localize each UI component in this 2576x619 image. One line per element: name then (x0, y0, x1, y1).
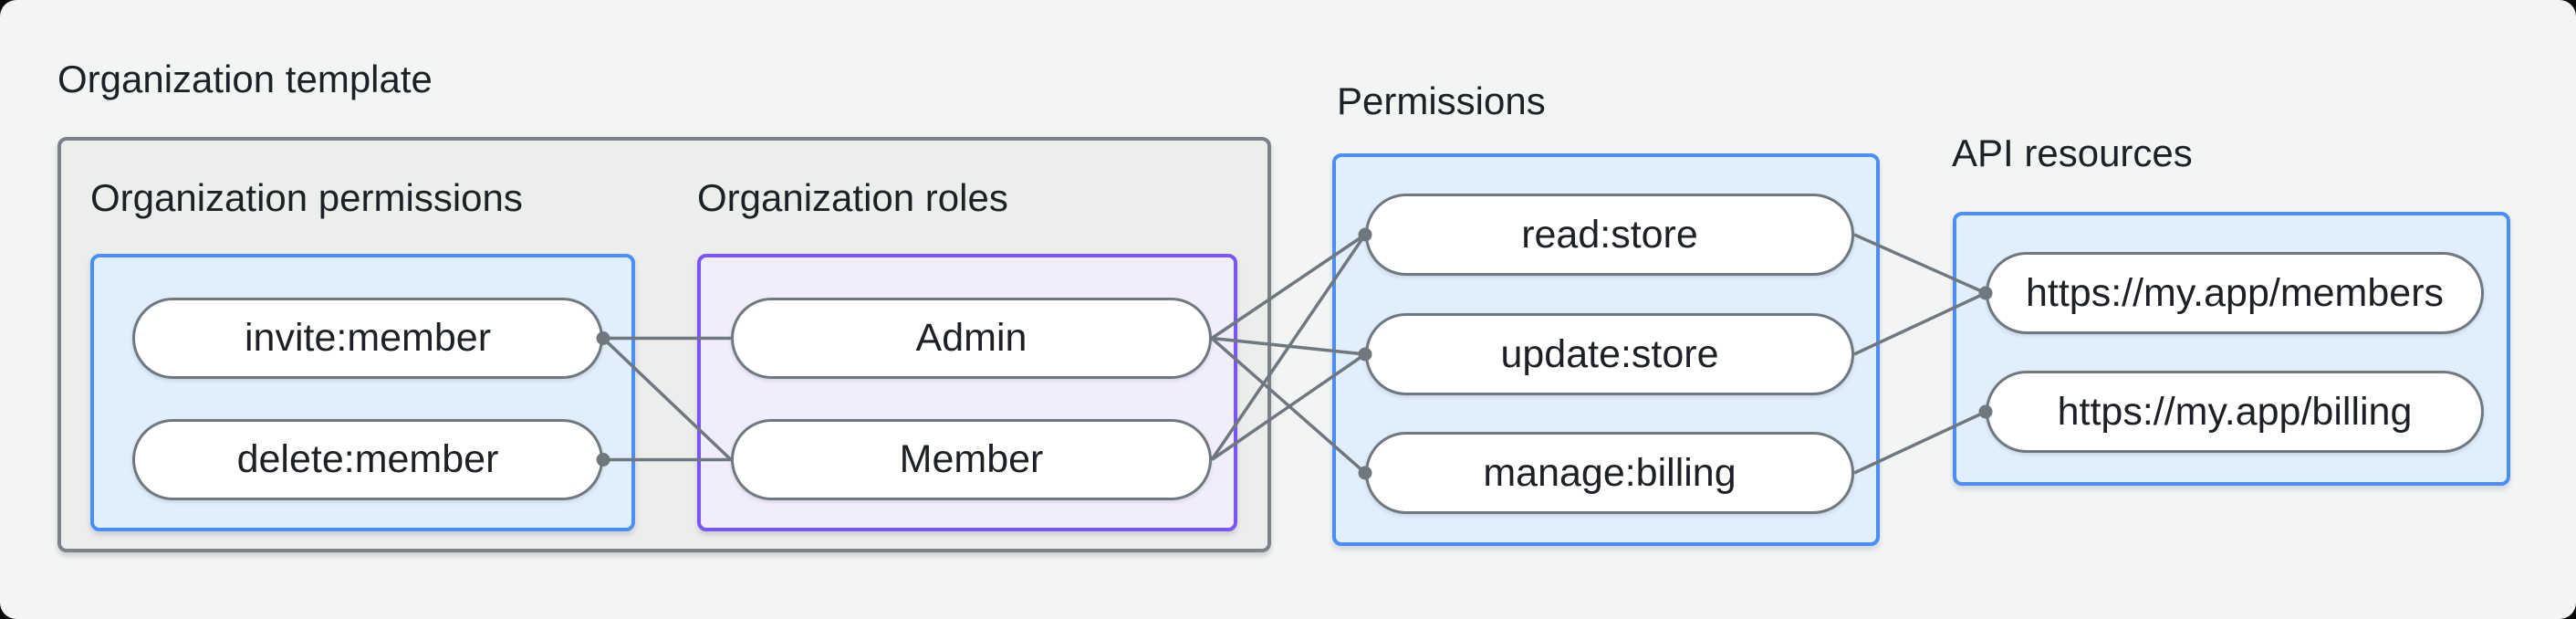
organization-roles-box: Admin Member (697, 254, 1237, 531)
node-update-store: update:store (1365, 313, 1854, 395)
node-member: Member (731, 419, 1212, 500)
node-delete-member: delete:member (132, 419, 603, 500)
organization-template-label: Organization template (57, 58, 433, 100)
organization-roles-label: Organization roles (697, 176, 1008, 219)
node-members-api: https://my.app/members (1986, 252, 2484, 334)
permissions-label: Permissions (1337, 79, 1546, 122)
node-admin: Admin (731, 298, 1212, 379)
node-billing-api: https://my.app/billing (1986, 371, 2484, 453)
node-invite-member: invite:member (132, 298, 603, 379)
node-read-store: read:store (1365, 194, 1854, 276)
organization-permissions-label: Organization permissions (90, 176, 523, 219)
organization-permissions-box: invite:member delete:member (90, 254, 635, 531)
permissions-box: read:store update:store manage:billing (1332, 153, 1880, 546)
api-resources-box: https://my.app/members https://my.app/bi… (1953, 212, 2510, 486)
node-manage-billing: manage:billing (1365, 432, 1854, 514)
organization-template-box: Organization permissions Organization ro… (57, 137, 1271, 552)
api-resources-label: API resources (1952, 131, 2193, 174)
